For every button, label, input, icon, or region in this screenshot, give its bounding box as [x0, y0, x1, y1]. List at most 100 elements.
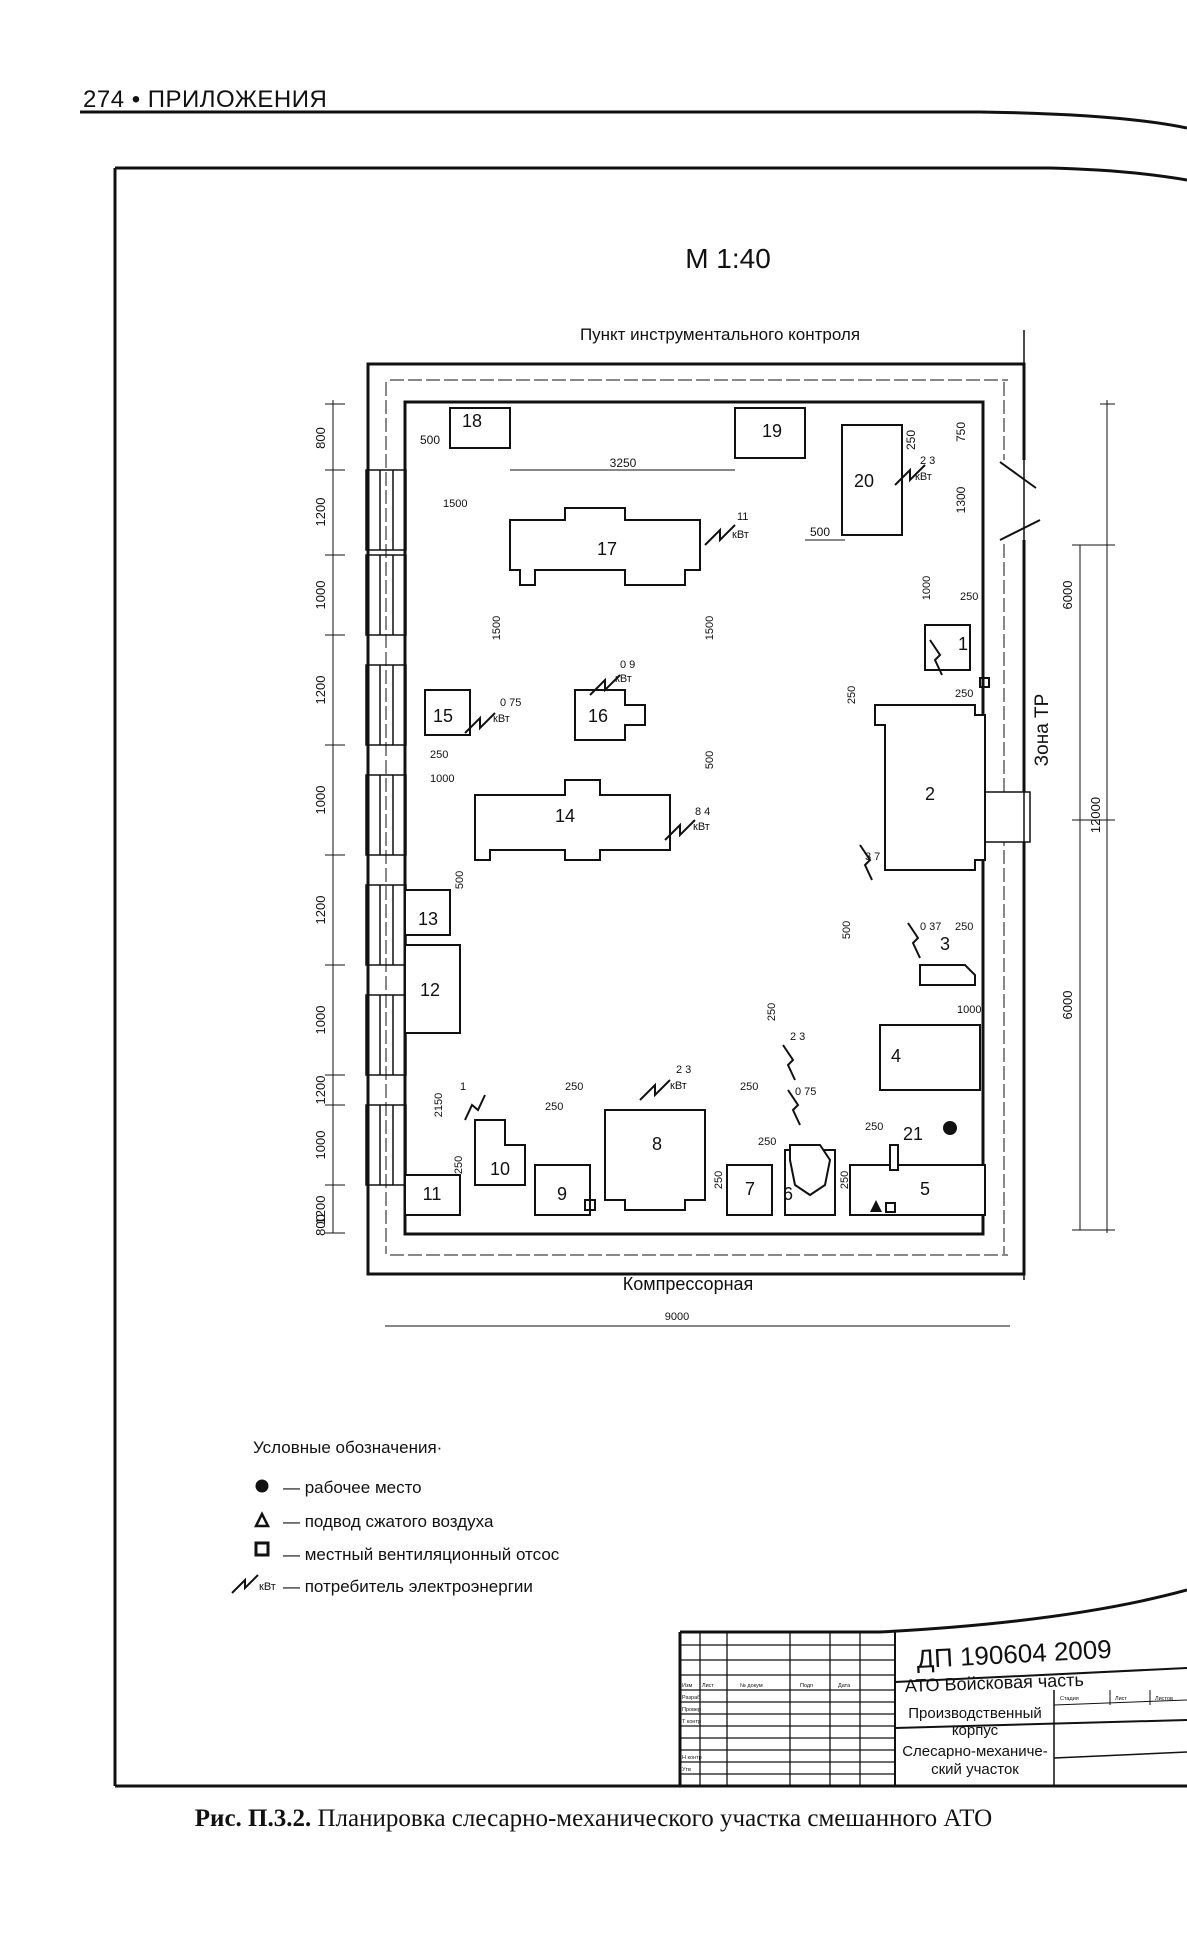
svg-text:250: 250	[713, 1171, 725, 1189]
svg-text:1200: 1200	[313, 896, 328, 925]
svg-text:0 9: 0 9	[620, 659, 635, 671]
header-bullet: •	[131, 86, 141, 113]
svg-text:1500: 1500	[491, 616, 503, 640]
equipment-17: 17	[597, 539, 617, 559]
equipment-15: 15	[433, 706, 453, 726]
svg-text:1200: 1200	[313, 1076, 328, 1105]
title-block-building-line1: Производственный	[908, 1705, 1042, 1722]
page-header: 274 • ПРИЛОЖЕНИЯ	[83, 86, 327, 114]
equipment-21: 21	[903, 1124, 923, 1144]
svg-text:1200: 1200	[313, 676, 328, 705]
legend-ventilation-icon	[254, 1541, 270, 1557]
right-dimension-12000: 12000	[1088, 797, 1103, 833]
title-block-code: ДП 190604 2009	[916, 1634, 1113, 1674]
svg-text:0 75: 0 75	[795, 1086, 816, 1098]
legend-items: — рабочее место — подвод сжатого воздуха…	[283, 1478, 560, 1596]
dim-1300: 1300	[954, 486, 968, 513]
svg-text:Лист: Лист	[1115, 1696, 1127, 1702]
svg-text:250: 250	[565, 1081, 583, 1093]
svg-text:250: 250	[453, 1156, 465, 1174]
svg-text:1000: 1000	[313, 581, 328, 610]
svg-text:250: 250	[740, 1081, 758, 1093]
svg-text:250: 250	[955, 688, 973, 700]
svg-text:1000: 1000	[313, 786, 328, 815]
equipment-2: 2	[925, 784, 935, 804]
svg-text:11: 11	[737, 511, 748, 523]
svg-text:Изм: Изм	[682, 1683, 692, 1689]
right-dimension-6000-bottom: 6000	[1060, 991, 1075, 1020]
workplace-icon	[943, 1121, 957, 1135]
svg-text:— рабочее место: — рабочее место	[283, 1478, 422, 1497]
svg-text:Стадия: Стадия	[1060, 1696, 1079, 1702]
ventilation-icon	[885, 1202, 896, 1213]
ventilation-icon	[584, 1199, 596, 1211]
svg-text:250: 250	[430, 749, 448, 761]
interior-dimensions: 1500 1500 1500 500 250 1000 500 250 250 …	[430, 498, 981, 1189]
svg-text:1500: 1500	[704, 616, 716, 640]
equipment-11: 11	[423, 1184, 442, 1204]
svg-text:250: 250	[839, 1171, 851, 1189]
svg-text:1000: 1000	[313, 1006, 328, 1035]
equipment-6: 6	[783, 1184, 793, 1204]
frame-top	[115, 166, 1187, 182]
equipment-20: 20	[854, 471, 874, 491]
svg-text:250: 250	[758, 1136, 776, 1148]
legend-compressed-air-icon	[253, 1511, 271, 1528]
svg-text:1200: 1200	[313, 1196, 328, 1225]
equipment-1: 1	[958, 634, 968, 654]
svg-text:250: 250	[960, 591, 978, 603]
svg-text:Лист: Лист	[702, 1683, 714, 1689]
equipment-14: 14	[555, 806, 575, 826]
title-block-org: АТО Войсковая часть	[904, 1670, 1084, 1696]
right-dimension-chain	[1072, 400, 1115, 1233]
equipment-12: 12	[420, 980, 440, 1000]
svg-text:1000: 1000	[957, 1004, 981, 1016]
ventilation-icon	[979, 677, 990, 688]
svg-text:500: 500	[454, 871, 466, 889]
equipment-16: 16	[588, 706, 608, 726]
svg-text:— потребитель электроэнергии: — потребитель электроэнергии	[283, 1577, 533, 1596]
equipment-18: 18	[462, 411, 482, 431]
top-room-label: Пункт инструментального контроля	[580, 325, 860, 344]
dim-250-top: 250	[904, 430, 918, 450]
equipment-numbers: 1 2 3 4 5 6 7 8 9 10 11 12 13 14 15 16 1…	[418, 411, 968, 1204]
svg-text:2150: 2150	[433, 1093, 445, 1117]
equipment-8: 8	[652, 1134, 662, 1154]
legend-power-icon	[231, 1574, 259, 1594]
figure-caption: Рис. П.3.2. Планировка слесарно-механиче…	[0, 1805, 1187, 1833]
svg-text:800: 800	[313, 1214, 328, 1236]
svg-text:1: 1	[460, 1081, 466, 1093]
title-block-row-labels: Изм Лист № докум Подп Дата Разраб Провер…	[682, 1683, 1173, 1773]
equipment-19: 19	[762, 421, 782, 441]
page-number: 274	[83, 86, 125, 113]
svg-text:кВт: кВт	[615, 673, 632, 685]
caption-prefix: Рис. П.3.2.	[194, 1805, 312, 1832]
equipment-3: 3	[940, 934, 950, 954]
svg-text:кВт: кВт	[732, 529, 749, 541]
top-dimension-lines	[510, 469, 845, 541]
equipment-9: 9	[557, 1184, 567, 1204]
bottom-room-label: Компрессорная	[623, 1274, 754, 1294]
svg-text:1000: 1000	[921, 576, 933, 600]
legend-title: Условные обозначения·	[253, 1438, 442, 1457]
svg-text:8 4: 8 4	[695, 806, 710, 818]
svg-text:кВт: кВт	[670, 1080, 687, 1092]
svg-text:Утв: Утв	[682, 1767, 691, 1773]
svg-text:250: 250	[846, 686, 858, 704]
legend-workplace-icon	[255, 1479, 269, 1493]
compressed-air-icon	[870, 1200, 882, 1212]
svg-text:Подп: Подп	[800, 1683, 813, 1689]
svg-text:800: 800	[313, 427, 328, 449]
svg-text:0 75: 0 75	[500, 697, 521, 709]
title-block-section-line2: ский участок	[931, 1761, 1019, 1778]
equipment-10: 10	[490, 1159, 510, 1179]
svg-text:1000: 1000	[313, 1131, 328, 1160]
svg-text:кВт: кВт	[493, 713, 510, 725]
dim-500-top: 500	[420, 433, 440, 447]
svg-text:Дата: Дата	[838, 1683, 851, 1689]
dim-3250: 3250	[610, 456, 637, 470]
equipment-5: 5	[920, 1179, 930, 1199]
svg-text:Провер: Провер	[682, 1707, 701, 1713]
title-block-section-line1: Слесарно-механиче-	[902, 1743, 1048, 1760]
